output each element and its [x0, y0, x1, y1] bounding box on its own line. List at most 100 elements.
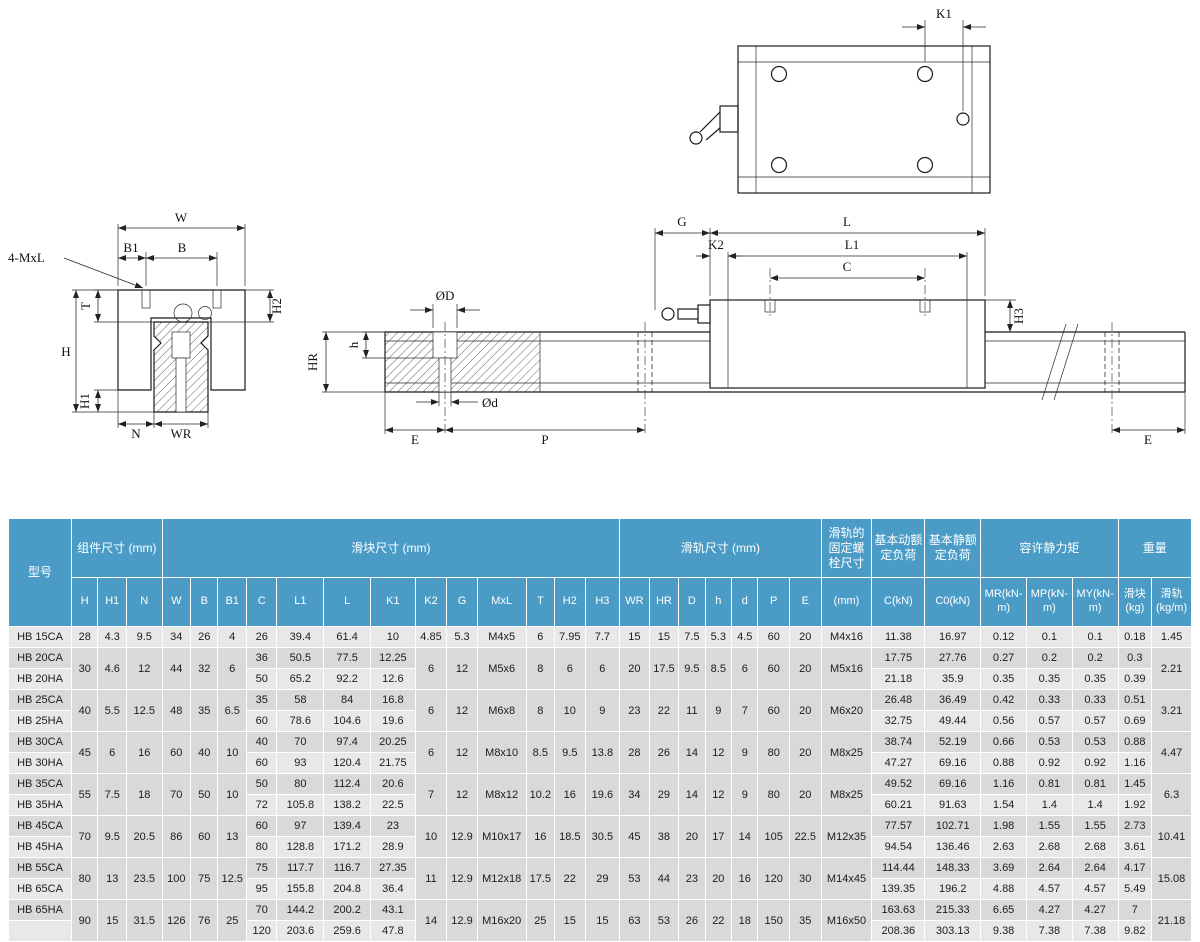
table-cell: 104.6 — [323, 710, 372, 732]
header-group: 滑块尺寸 (mm) — [161, 518, 621, 578]
table-cell: 50 — [245, 668, 278, 690]
dim-label-l: L — [843, 214, 851, 229]
table-cell: 163.63 — [871, 899, 926, 921]
table-cell: 26 — [648, 731, 680, 774]
table-cell: M5x6 — [476, 647, 527, 690]
table-cell: M16x20 — [476, 899, 527, 942]
table-cell: 7.5 — [97, 773, 127, 816]
table-cell: 22.5 — [370, 794, 416, 816]
table-cell: 77.57 — [871, 815, 926, 837]
table-cell: 13 — [217, 815, 247, 858]
table-cell: 97 — [276, 815, 325, 837]
table-cell: 0.51 — [1117, 689, 1153, 711]
table-cell: 6 — [97, 731, 127, 774]
header-column: P — [757, 577, 790, 627]
table-cell: 4 — [217, 626, 247, 648]
table-cell: 18 — [731, 899, 759, 942]
side-view-diagram: ØD h HR Ød E P — [305, 214, 1186, 447]
table-cell: 1.4 — [1071, 794, 1119, 816]
table-cell: 72 — [245, 794, 278, 816]
table-cell: 120 — [757, 857, 790, 900]
table-cell: 25 — [525, 899, 556, 942]
table-cell: 20 — [788, 626, 822, 648]
table-cell: 35 — [190, 689, 219, 732]
table-cell: 94.54 — [871, 836, 926, 858]
header-column: MY(kN-m) — [1071, 577, 1119, 627]
table-cell: 18.5 — [554, 815, 586, 858]
table-cell: 0.81 — [1071, 773, 1119, 795]
table-cell: 7 — [414, 773, 448, 816]
table-cell: 15 — [97, 899, 127, 942]
table-cell: 28 — [619, 731, 650, 774]
header-column: C — [245, 577, 278, 627]
table-cell: 26 — [245, 626, 278, 648]
table-cell: 70 — [161, 773, 192, 816]
table-cell: 55 — [71, 773, 99, 816]
table-cell: M4x5 — [476, 626, 527, 648]
table-cell: 2.68 — [1071, 836, 1119, 858]
table-cell: HB 30HA — [7, 752, 73, 774]
table-cell: 38.74 — [871, 731, 926, 753]
table-cell: 6 — [217, 647, 247, 690]
table-cell: 92.2 — [323, 668, 372, 690]
table-cell: M8x12 — [476, 773, 527, 816]
table-cell: 9.5 — [554, 731, 586, 774]
table-cell: 0.39 — [1117, 668, 1153, 690]
table-cell: M12x35 — [820, 815, 873, 858]
table-cell: 17.75 — [871, 647, 926, 669]
table-cell: 80 — [276, 773, 325, 795]
table-cell: 14 — [678, 731, 706, 774]
table-cell: 80 — [245, 836, 278, 858]
ball-track-icon — [173, 303, 193, 323]
table-cell: 25 — [217, 899, 247, 942]
table-cell — [7, 920, 73, 942]
table-cell: HB 65HA — [7, 899, 73, 921]
table-cell: 70 — [276, 731, 325, 753]
table-cell: 0.1 — [1025, 626, 1073, 648]
table-cell: 36 — [245, 647, 278, 669]
header-column: HR — [648, 577, 680, 627]
table-cell: 12.9 — [446, 815, 478, 858]
table-cell: 8.5 — [704, 647, 733, 690]
table-cell: 16 — [525, 815, 556, 858]
table-cell: 80 — [71, 857, 99, 900]
table-cell: 9 — [584, 689, 621, 732]
table-cell: 20 — [788, 731, 822, 774]
table-cell: 155.8 — [276, 878, 325, 900]
table-cell: 22 — [554, 857, 586, 900]
table-cell: 2.64 — [1025, 857, 1073, 879]
table-cell: 139.35 — [871, 878, 926, 900]
table-cell: 30 — [788, 857, 822, 900]
table-cell: 12.9 — [446, 857, 478, 900]
header-column: W — [161, 577, 192, 627]
header-column: 滑轨(kg/m) — [1151, 577, 1192, 627]
table-cell: 114.44 — [871, 857, 926, 879]
table-cell: 6 — [525, 626, 556, 648]
table-cell: 13 — [97, 857, 127, 900]
table-cell: 34 — [161, 626, 192, 648]
table-cell: M6x8 — [476, 689, 527, 732]
table-cell: 0.88 — [1117, 731, 1153, 753]
table-cell: 75 — [190, 857, 219, 900]
table-cell: 77.5 — [323, 647, 372, 669]
table-cell: 10 — [217, 731, 247, 774]
table-cell: 5.3 — [446, 626, 478, 648]
table-cell: 18 — [125, 773, 163, 816]
table-cell: 117.7 — [276, 857, 325, 879]
ball-track-icon — [198, 306, 212, 320]
table-cell: HB 65CA — [7, 878, 73, 900]
table-cell: 52.19 — [924, 731, 982, 753]
table-cell: 35.9 — [924, 668, 982, 690]
table-cell: 7.7 — [584, 626, 621, 648]
table-cell: 2.73 — [1117, 815, 1153, 837]
table-cell: 208.36 — [871, 920, 926, 942]
table-cell: 12.5 — [125, 689, 163, 732]
table-cell: 4.57 — [1025, 878, 1073, 900]
table-cell: 16 — [125, 731, 163, 774]
table-cell: HB 45CA — [7, 815, 73, 837]
dim-label-h3: H3 — [1011, 308, 1026, 324]
dim-label-b1: B1 — [123, 240, 138, 255]
table-cell: M8x10 — [476, 731, 527, 774]
